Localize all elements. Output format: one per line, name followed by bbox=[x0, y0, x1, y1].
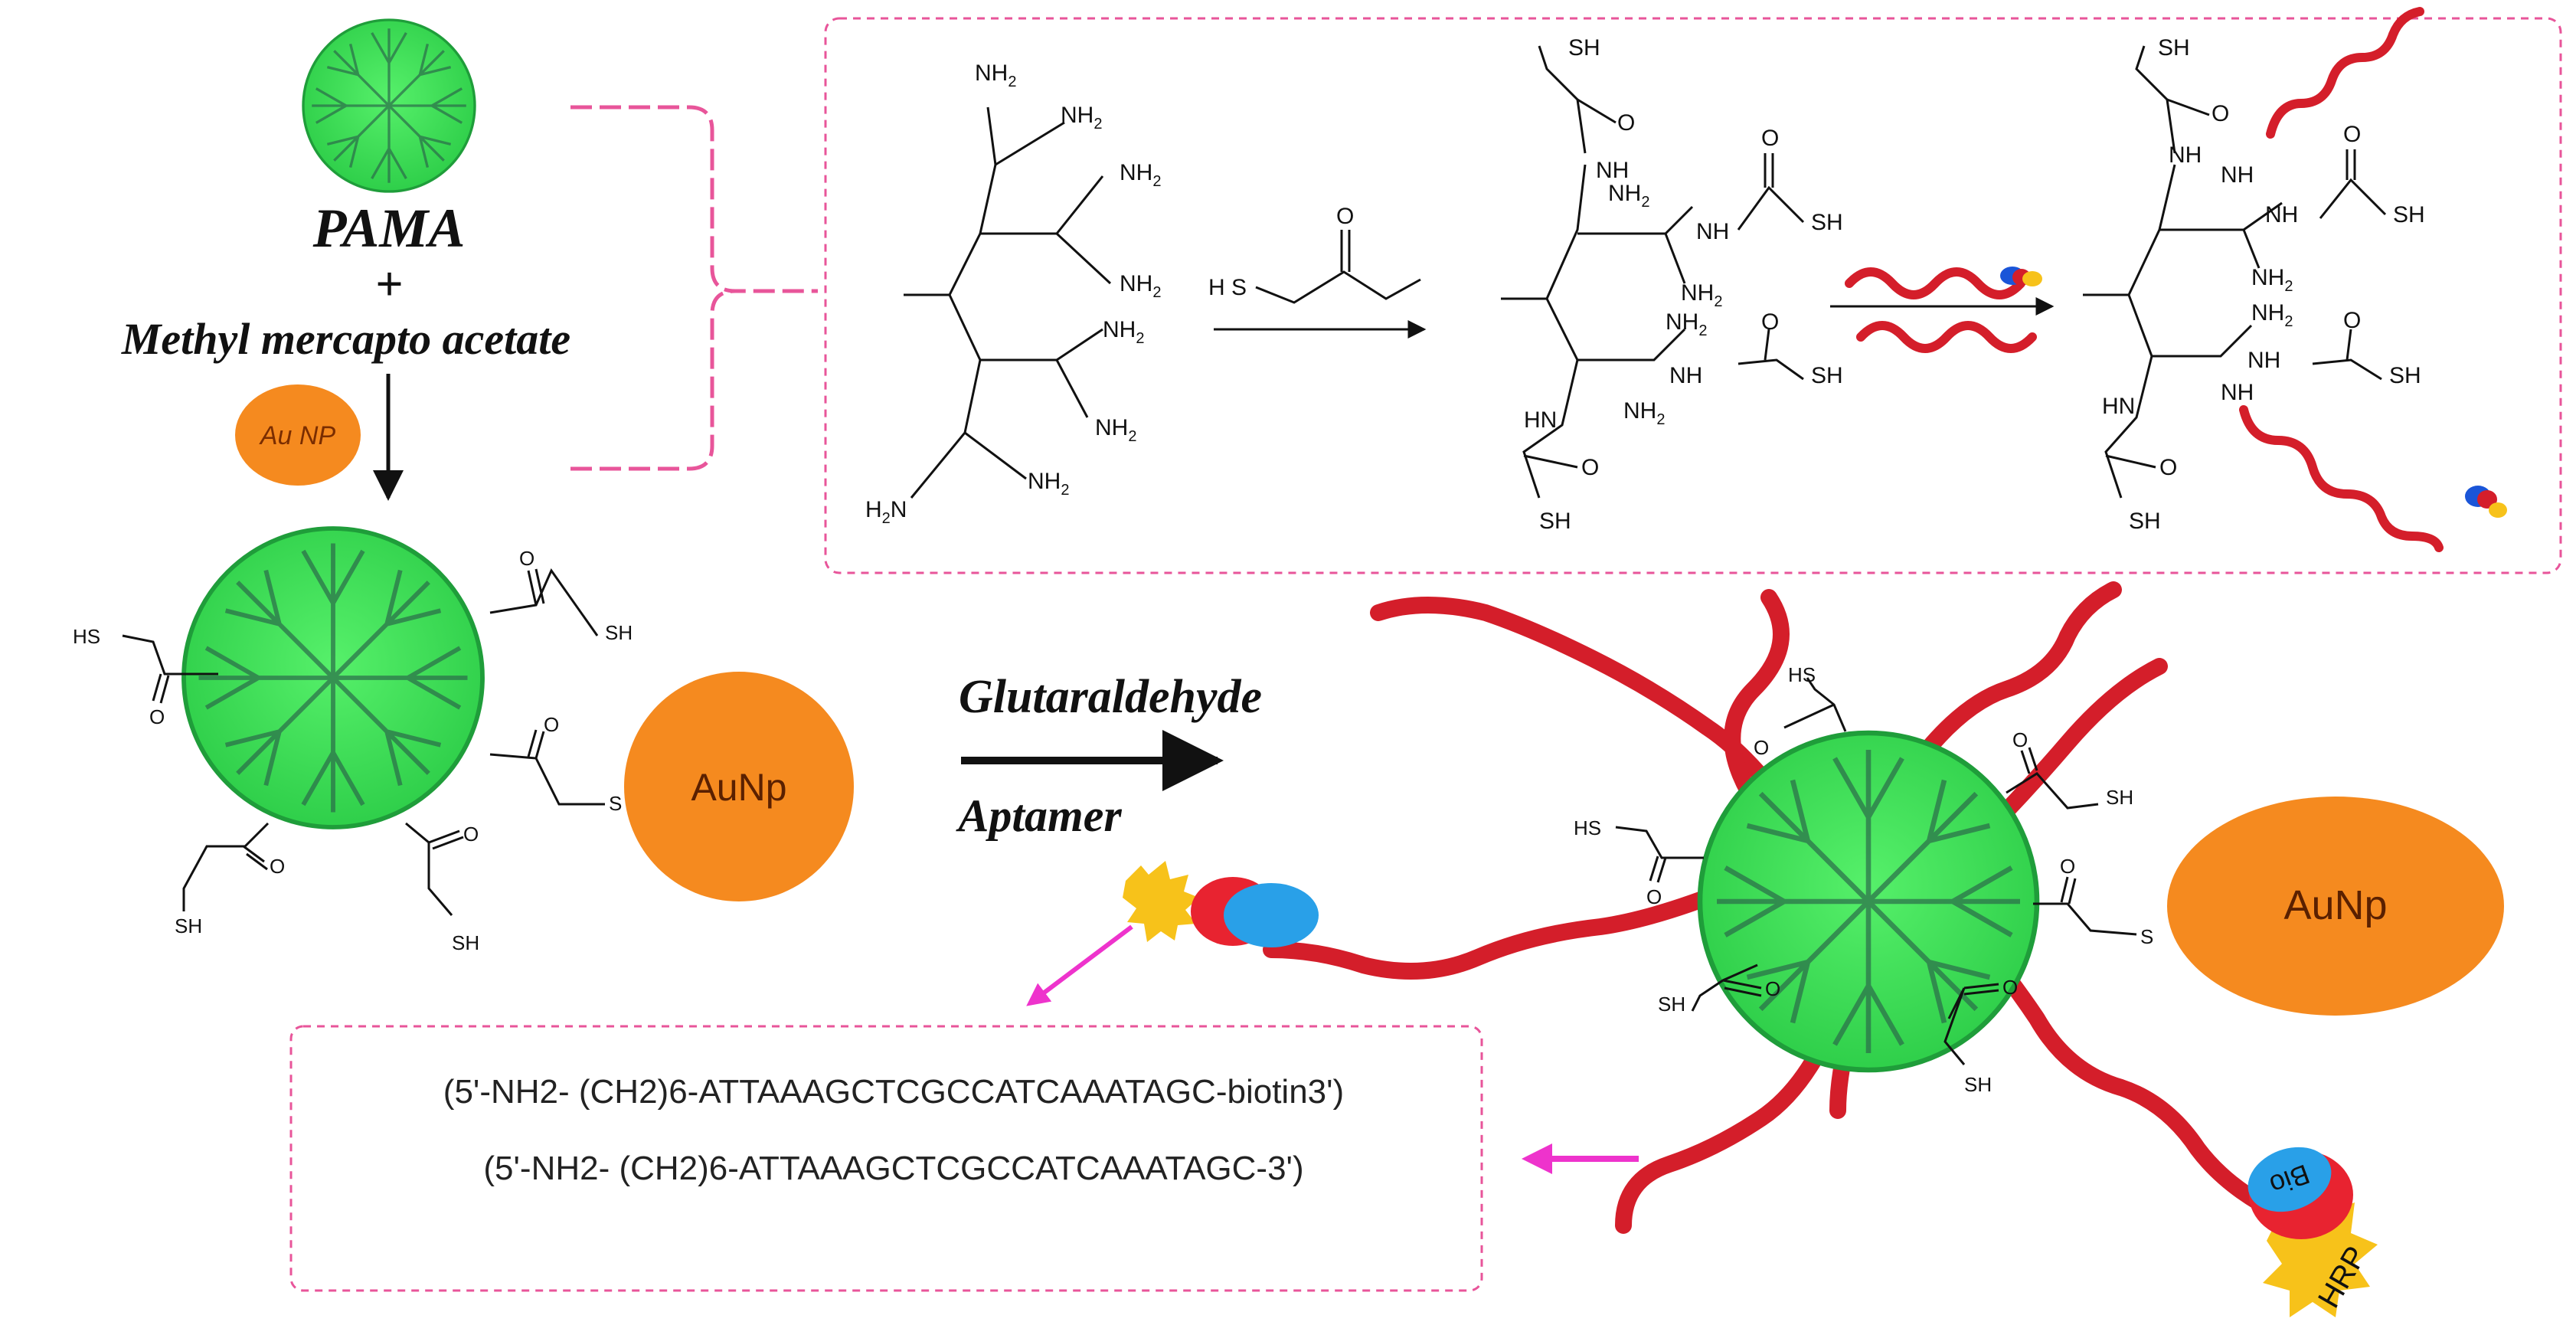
methyl-mercapto-acetate-label: Methyl mercapto acetate bbox=[121, 314, 570, 364]
svg-text:NH2: NH2 bbox=[2251, 265, 2293, 295]
svg-text:SH: SH bbox=[452, 931, 479, 954]
aptamer-reagent-icon bbox=[1830, 267, 2055, 353]
sequence-plain: (5'-NH2- (CH2)6-ATTAAAGCTCGCCATCAAATAGC-… bbox=[483, 1150, 1303, 1187]
svg-text:O: O bbox=[1761, 309, 1779, 335]
svg-text:O: O bbox=[1646, 885, 1662, 908]
svg-text:NH2: NH2 bbox=[1061, 103, 1102, 132]
svg-text:NH2: NH2 bbox=[1028, 469, 1069, 499]
sequence-box bbox=[289, 1025, 1483, 1292]
svg-text:SH: SH bbox=[2393, 202, 2425, 227]
aunp-mid bbox=[624, 672, 854, 901]
svg-text:SH: SH bbox=[1811, 210, 1843, 235]
svg-text:SH: SH bbox=[175, 914, 202, 937]
biotin-hrp-tag-right: Bio HRP bbox=[2247, 1147, 2378, 1317]
aunp-big bbox=[2167, 797, 2504, 1016]
svg-text:HN: HN bbox=[1524, 407, 1557, 433]
svg-text:S: S bbox=[609, 792, 622, 815]
svg-text:SH: SH bbox=[605, 621, 633, 644]
svg-text:S: S bbox=[2140, 925, 2153, 948]
svg-text:O: O bbox=[2343, 122, 2361, 147]
thiolated-structure: SH O NH NH2 NH O SH NH2 NH2 O NH NH2 SH … bbox=[1501, 35, 1843, 534]
svg-text:NH2: NH2 bbox=[975, 61, 1016, 90]
svg-text:O: O bbox=[2159, 455, 2177, 480]
svg-text:O: O bbox=[1765, 977, 1780, 1000]
svg-text:SH: SH bbox=[1539, 509, 1571, 534]
aptamer-conjugated-structure: SH O NH NH NH O SH NH2 NH2 O NH NH SH HN… bbox=[2083, 7, 2507, 552]
bracket-connector bbox=[570, 105, 818, 471]
svg-text:SH: SH bbox=[1964, 1073, 1992, 1096]
svg-text:NH: NH bbox=[2247, 348, 2280, 373]
svg-text:O: O bbox=[1581, 455, 1599, 480]
svg-text:NH: NH bbox=[1669, 363, 1702, 388]
svg-text:NH2: NH2 bbox=[2251, 300, 2293, 330]
aptamer-label: Aptamer bbox=[955, 790, 1122, 841]
svg-text:SH: SH bbox=[1811, 363, 1843, 388]
au-np-small bbox=[235, 384, 361, 486]
aunp-big-label: AuNp bbox=[2283, 882, 2387, 928]
svg-text:HN: HN bbox=[2102, 394, 2135, 419]
svg-text:O: O bbox=[2002, 976, 2018, 999]
glutaraldehyde-label: Glutaraldehyde bbox=[959, 671, 1262, 723]
svg-text:O: O bbox=[463, 823, 479, 846]
pama-label: PAMA bbox=[312, 198, 466, 259]
svg-text:O: O bbox=[2212, 101, 2229, 126]
sequence-biotin: (5'-NH2- (CH2)6-ATTAAAGCTCGCCATCAAATAGC-… bbox=[443, 1073, 1344, 1111]
reaction-scheme-box bbox=[824, 17, 2562, 574]
svg-text:NH2: NH2 bbox=[1681, 280, 1722, 310]
svg-text:NH2: NH2 bbox=[1103, 317, 1144, 347]
svg-text:O: O bbox=[1617, 110, 1635, 136]
svg-text:O: O bbox=[1761, 126, 1779, 151]
svg-text:NH2: NH2 bbox=[1120, 160, 1161, 190]
svg-text:O: O bbox=[270, 855, 285, 878]
functionalized-dendrimer: HS O O SH O S O SH O SH bbox=[73, 528, 633, 954]
svg-text:NH2: NH2 bbox=[1666, 309, 1707, 339]
svg-text:O: O bbox=[519, 547, 534, 570]
svg-text:H S: H S bbox=[1208, 275, 1247, 300]
svg-text:O: O bbox=[1754, 736, 1769, 759]
svg-text:HS: HS bbox=[73, 625, 100, 648]
svg-text:SH: SH bbox=[1568, 35, 1600, 61]
plus-sign: + bbox=[375, 257, 403, 311]
svg-text:NH: NH bbox=[2265, 202, 2298, 227]
svg-text:O: O bbox=[149, 705, 165, 728]
svg-text:SH: SH bbox=[2129, 509, 2161, 534]
methyl-mercaptoacetate-structure: H S O bbox=[1208, 204, 1427, 339]
svg-text:O: O bbox=[2012, 728, 2028, 751]
svg-text:O: O bbox=[1336, 204, 1354, 229]
svg-text:SH: SH bbox=[1658, 993, 1685, 1016]
svg-text:O: O bbox=[544, 713, 559, 736]
svg-text:NH: NH bbox=[1596, 158, 1629, 183]
svg-text:NH2: NH2 bbox=[1608, 181, 1649, 211]
svg-text:SH: SH bbox=[2389, 363, 2421, 388]
svg-text:NH: NH bbox=[1696, 219, 1729, 244]
svg-text:SH: SH bbox=[2106, 786, 2133, 809]
svg-text:NH: NH bbox=[2221, 162, 2254, 188]
aunp-mid-label: AuNp bbox=[691, 766, 786, 809]
svg-text:NH2: NH2 bbox=[1623, 398, 1665, 428]
svg-text:O: O bbox=[2060, 855, 2075, 878]
pamam-skeleton-structure: NH2 NH2 NH2 NH2 NH2 NH2 NH2 H2N bbox=[865, 61, 1161, 527]
svg-text:NH2: NH2 bbox=[1095, 415, 1136, 445]
biotin-hrp-tag-left bbox=[1123, 861, 1319, 947]
svg-text:H2N: H2N bbox=[865, 497, 907, 527]
svg-text:NH2: NH2 bbox=[1120, 271, 1161, 301]
svg-text:NH: NH bbox=[2169, 142, 2202, 168]
svg-text:SH: SH bbox=[2158, 35, 2190, 61]
final-conjugate: HS O O SH HS O O S SH O O SH bbox=[1263, 581, 2267, 1234]
svg-text:HS: HS bbox=[1788, 663, 1816, 686]
svg-text:O: O bbox=[2343, 308, 2361, 333]
svg-text:HS: HS bbox=[1574, 816, 1601, 839]
magenta-arrow-1 bbox=[1026, 924, 1133, 1006]
svg-text:NH: NH bbox=[2221, 380, 2254, 405]
au-np-small-label: Au NP bbox=[259, 421, 336, 450]
pama-dendrimer-small bbox=[302, 18, 476, 193]
